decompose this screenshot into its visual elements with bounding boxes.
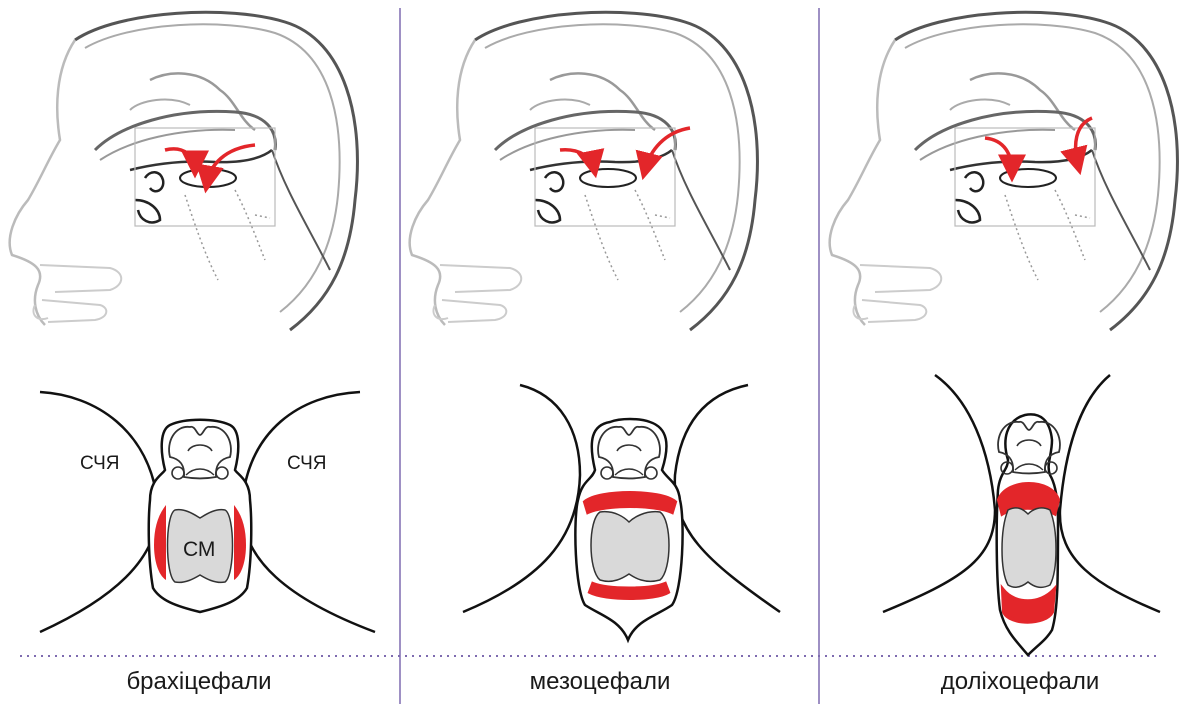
region-label-left: СЧЯ [80,453,119,475]
skull-illustration [410,12,758,330]
cross-section-mesocephalic [463,385,780,640]
red-arrow-icon [560,150,594,168]
caption-mesocephalic: мезоцефали [420,668,780,696]
skull-illustration [10,12,358,330]
region-label-center: СМ [183,538,215,562]
caption-dolichocephalic: доліхоцефали [840,668,1200,696]
cross-section-brachycephalic [40,392,375,632]
red-arrow-icon [645,128,690,170]
red-arrow-icon [207,145,255,183]
cross-section-dolichocephalic [883,375,1160,655]
red-arrow-icon [165,149,195,168]
caption-brachycephalic: брахіцефали [19,668,379,696]
skull-illustration [830,12,1178,330]
red-arrow-icon [985,138,1012,172]
region-label-right: СЧЯ [287,453,326,475]
